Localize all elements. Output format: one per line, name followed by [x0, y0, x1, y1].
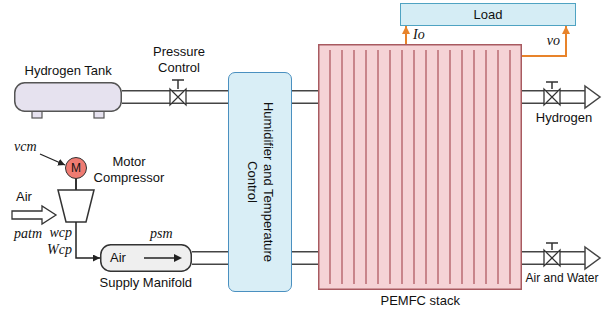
pipe-connector [192, 251, 228, 265]
stack-plate [365, 50, 367, 284]
node-heading: Supply Manifold [100, 275, 193, 291]
supply-manifold: AirSupply Manifold [100, 244, 192, 272]
stack-plate [329, 50, 331, 284]
stack-plate [497, 50, 499, 284]
manifold-body [101, 245, 192, 272]
node-text: Humidifier and Temperature Control [244, 82, 276, 282]
pipe-core [292, 253, 318, 264]
stack-body [319, 45, 522, 290]
pipe-connector [122, 90, 228, 104]
signal-arrow [40, 154, 65, 165]
motor-circle: M [65, 157, 87, 179]
stack-plate [401, 50, 403, 284]
stack-plate [461, 50, 463, 284]
compressor-symbol [58, 190, 94, 222]
pipe-core [192, 253, 228, 264]
stack-plate [485, 50, 487, 284]
hydrogen-tank-shape [14, 82, 122, 112]
node-text: Air [110, 250, 126, 266]
current-wire [405, 26, 407, 44]
outlet-label: Hydrogen [528, 110, 600, 126]
node-text: Load [474, 7, 503, 23]
stack-plate [473, 50, 475, 284]
pipe-core [292, 92, 318, 103]
flow-arrowhead [174, 254, 182, 262]
stack-plate [413, 50, 415, 284]
valve-stem [172, 80, 184, 89]
outlet-label: Air and Water [522, 270, 602, 286]
valve-label: Pressure Control [148, 44, 210, 76]
signal-name: wcp [40, 225, 72, 241]
stack-plate [449, 50, 451, 284]
node-text: M [71, 160, 81, 176]
tank-body [15, 83, 122, 112]
hydrogen-tank: Hydrogen Tank [14, 82, 122, 112]
valve-symbol [544, 250, 560, 266]
current-wire [522, 26, 566, 56]
flow-arrow [144, 257, 174, 259]
signal-name: Io [413, 27, 425, 43]
signal-name: Wcp [40, 242, 72, 258]
pressure-valve [170, 89, 186, 105]
outlet-pipe [522, 90, 588, 104]
stack-plate [389, 50, 391, 284]
humidifier-box: Humidifier and Temperature Control [228, 72, 292, 292]
signal-name: patm [14, 226, 42, 242]
pipe-connector [292, 251, 318, 265]
inlet-label: Air [16, 189, 32, 205]
stack-plate [509, 50, 511, 284]
outlet-arrowhead [585, 86, 600, 108]
shaft [75, 178, 77, 190]
outlet-arrowhead [585, 247, 600, 269]
component-label: Motor Compressor [90, 154, 168, 186]
stack-plate [437, 50, 439, 284]
stack-plate [425, 50, 427, 284]
signal-name: psm [150, 226, 173, 242]
valve-stem [546, 243, 558, 250]
signal-name: vcm [14, 139, 37, 155]
stack-plate [377, 50, 379, 284]
pipe-connector [292, 90, 318, 104]
load-box: Load [400, 3, 576, 26]
flow-line [76, 222, 100, 258]
outlet-pipe [522, 251, 588, 265]
inlet-arrow [12, 206, 56, 224]
stack-plate [341, 50, 343, 284]
stack-plate [353, 50, 355, 284]
pemfc-stack: PEMFC stack [318, 44, 522, 290]
node-heading: PEMFC stack [381, 293, 460, 309]
signal-name: vo [540, 33, 560, 49]
valve-symbol [544, 89, 560, 105]
valve-stem [546, 82, 558, 89]
node-heading: Hydrogen Tank [25, 63, 112, 79]
pemfc-stack-shape [318, 44, 522, 290]
